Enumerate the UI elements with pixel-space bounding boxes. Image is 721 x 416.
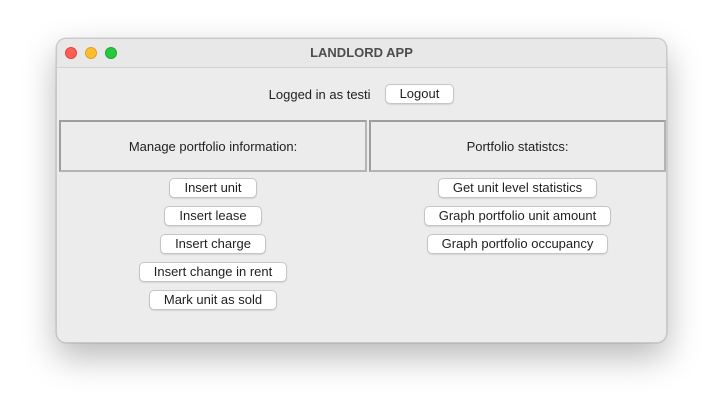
minimize-window-icon[interactable] xyxy=(85,47,97,59)
session-bar: Logged in as testi Logout xyxy=(57,83,666,105)
mark-unit-as-sold-button[interactable]: Mark unit as sold xyxy=(148,290,278,310)
app-window: LANDLORD APP Logged in as testi Logout M… xyxy=(56,38,667,343)
graph-portfolio-unit-amount-button[interactable]: Graph portfolio unit amount xyxy=(423,206,612,226)
maximize-window-icon[interactable] xyxy=(105,47,117,59)
logged-in-label: Logged in as testi xyxy=(268,86,371,102)
insert-charge-button[interactable]: Insert charge xyxy=(160,234,266,254)
insert-unit-button[interactable]: Insert unit xyxy=(169,178,257,198)
manage-portfolio-header-label: Manage portfolio information: xyxy=(128,138,298,154)
close-window-icon[interactable] xyxy=(65,47,77,59)
get-unit-level-statistics-button[interactable]: Get unit level statistics xyxy=(437,178,598,198)
title-bar[interactable]: LANDLORD APP xyxy=(57,39,666,68)
insert-lease-button[interactable]: Insert lease xyxy=(164,206,262,226)
manage-portfolio-header: Manage portfolio information: xyxy=(59,120,367,172)
window-title: LANDLORD APP xyxy=(310,45,413,60)
logout-button[interactable]: Logout xyxy=(384,84,455,104)
portfolio-statistics-header: Portfolio statistcs: xyxy=(369,120,666,172)
manage-portfolio-actions: Insert unit Insert lease Insert charge I… xyxy=(59,178,367,318)
insert-change-in-rent-button[interactable]: Insert change in rent xyxy=(138,262,288,282)
portfolio-statistics-actions: Get unit level statistics Graph portfoli… xyxy=(369,178,666,262)
graph-portfolio-occupancy-button[interactable]: Graph portfolio occupancy xyxy=(426,234,609,254)
portfolio-statistics-header-label: Portfolio statistcs: xyxy=(466,138,569,154)
